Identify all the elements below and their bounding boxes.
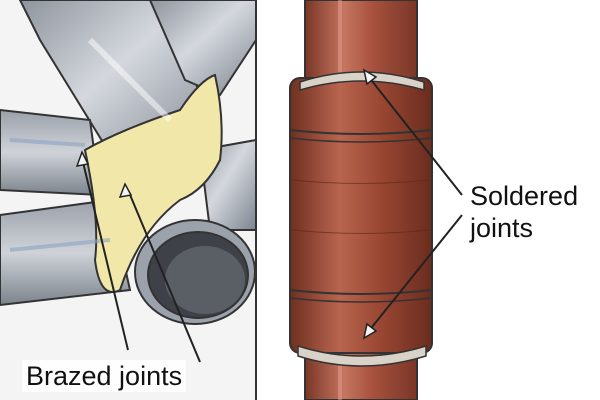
soldered-arrowhead-1 bbox=[362, 68, 378, 86]
soldered-joints-label: Soldered joints bbox=[466, 180, 583, 244]
brazed-arrows bbox=[81, 157, 201, 363]
brazed-arrowhead-1 bbox=[75, 150, 90, 167]
brazed-joint-illustration bbox=[0, 0, 256, 400]
soldered-arrowhead-2 bbox=[362, 322, 378, 340]
soldered-arrows bbox=[367, 75, 463, 333]
soldered-label-line-2: joints bbox=[470, 213, 534, 243]
brazed-joints-label: Brazed joints bbox=[22, 360, 187, 392]
soldered-joint-illustration bbox=[289, 0, 433, 400]
brazed-arrowhead-2 bbox=[118, 182, 133, 198]
soldered-label-line-1: Soldered bbox=[470, 181, 579, 211]
